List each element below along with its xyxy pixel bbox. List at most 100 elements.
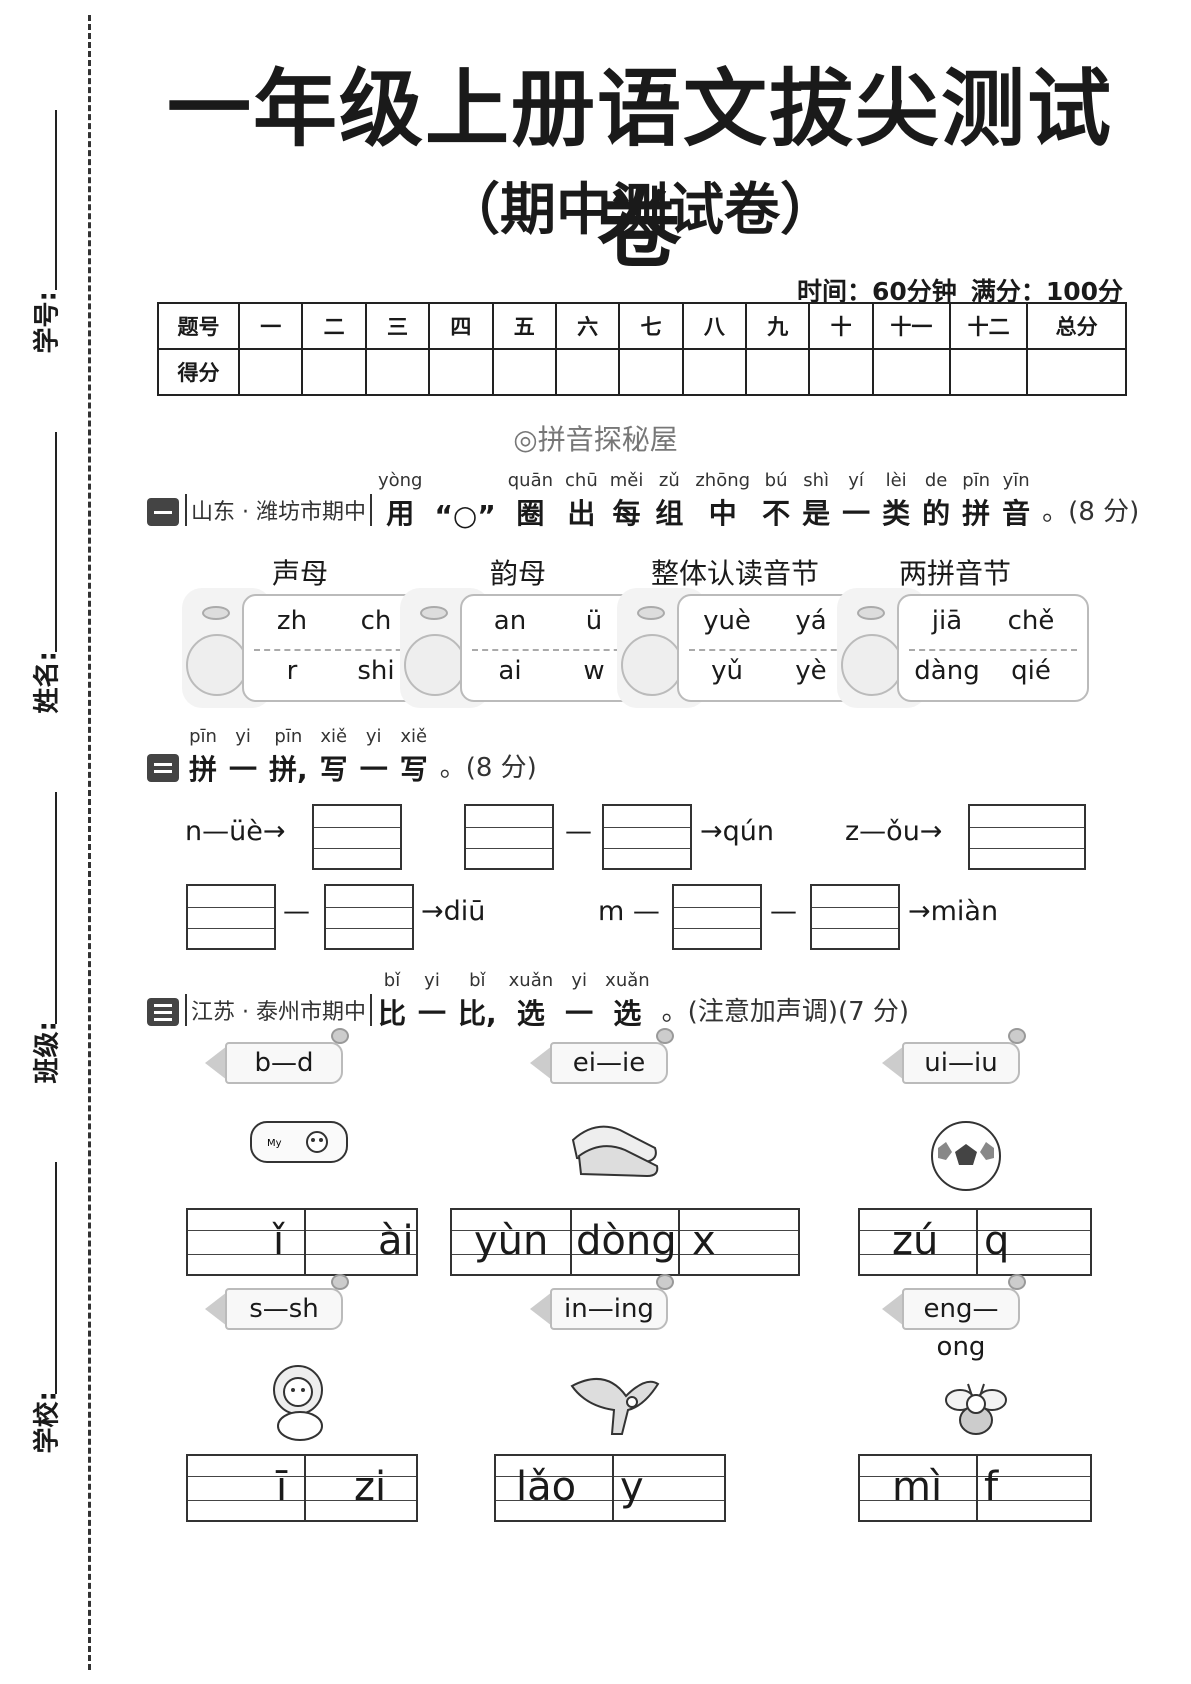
section-banner: ◎拼音探秘屋 [513, 423, 678, 456]
ruby-pinyin: lèi [885, 470, 907, 491]
score-cell[interactable] [618, 348, 684, 396]
ruby-hanzi: 音 [1002, 497, 1031, 530]
class-label: 班级: [32, 1021, 63, 1084]
score-cell[interactable] [1026, 348, 1127, 396]
score-cell[interactable] [745, 348, 811, 396]
q3-pinyin-pair-pencil: eng—ong [882, 1274, 1028, 1362]
q2-answer-box[interactable] [464, 804, 554, 870]
q1-option[interactable]: ü [585, 606, 603, 636]
q1-source: 山东 · 潍坊市期中 [185, 494, 372, 526]
q3-answer-text: yùn [474, 1218, 549, 1264]
ruby-hanzi: 不 [762, 497, 791, 530]
q2-target-diu: →diū [421, 896, 486, 927]
q2-target-qun: →qún [700, 816, 774, 847]
question-number-cell: 三 [364, 302, 431, 350]
question-number-cell: 六 [554, 302, 621, 350]
q1-option[interactable]: ch [360, 606, 392, 636]
q1-option[interactable]: yuè [703, 606, 751, 636]
q3-answer-text: dòng [576, 1218, 677, 1264]
ruby-char: “○” [434, 477, 495, 532]
q2-number-badge [147, 754, 179, 782]
ufo-icon [202, 606, 230, 620]
q2-answer-box[interactable] [810, 884, 900, 950]
score-cell[interactable] [491, 348, 557, 396]
ruby-pinyin: yòng [377, 470, 423, 491]
score-row-label: 得分 [156, 348, 241, 396]
eagle-icon [566, 1366, 662, 1446]
q1-option[interactable]: zh [276, 606, 308, 636]
q1-option[interactable]: chě [1007, 606, 1055, 636]
ufo-icon [637, 606, 665, 620]
q2-answer-box[interactable] [968, 804, 1086, 870]
ruby-pinyin: quān [507, 470, 554, 491]
q1-option[interactable]: w [583, 656, 605, 686]
q2-score: 。(8 分) [439, 753, 537, 783]
score-cell[interactable] [428, 348, 494, 396]
ruby-pinyin: bǐ [469, 970, 486, 991]
q1-option[interactable]: yá [795, 606, 827, 636]
q2-dash: — [565, 816, 592, 847]
score-cell[interactable] [238, 348, 304, 396]
snail-icon [1008, 1028, 1026, 1044]
q2-answer-box[interactable] [186, 884, 276, 950]
score-cell[interactable] [554, 348, 621, 396]
ruby-hanzi: 的 [922, 497, 951, 530]
ruby-pinyin: zǔ [658, 470, 680, 491]
q1-option[interactable]: dàng [914, 656, 980, 686]
q3-pinyin-pair-pencil: in—ing [530, 1274, 676, 1332]
ruby-hanzi: 拼, [269, 753, 308, 786]
score-cell[interactable] [808, 348, 874, 396]
q1-option[interactable]: jiā [931, 606, 963, 636]
ruby-hanzi: 用 [386, 497, 415, 530]
student-id-field[interactable] [55, 110, 57, 290]
svg-text:My: My [267, 1138, 282, 1149]
snail-icon [331, 1028, 349, 1044]
q1-option[interactable]: shi [357, 656, 395, 686]
page-title: 一年级上册语文拔尖测试卷 [166, 60, 1113, 279]
q2-answer-box[interactable] [602, 804, 692, 870]
ruby-hanzi: 一 [359, 753, 388, 786]
q3-pinyin-pair-pencil: ei—ie [530, 1028, 676, 1086]
q2-answer-box[interactable] [312, 804, 402, 870]
q1-option[interactable]: yè [795, 656, 827, 686]
class-field[interactable] [55, 792, 57, 1024]
score-cell[interactable] [681, 348, 748, 396]
ruby-char: yòng 用 [378, 470, 423, 532]
q1-option[interactable]: yǔ [711, 656, 743, 686]
q1-option[interactable]: r [286, 656, 298, 686]
snail-icon [1008, 1274, 1026, 1290]
ruby-hanzi: 出 [567, 497, 596, 530]
ruby-hanzi: 一 [229, 753, 258, 786]
q2-dash: — [770, 896, 797, 927]
q1-option[interactable]: ai [498, 656, 522, 686]
name-field[interactable] [55, 432, 57, 652]
score-cell[interactable] [871, 348, 952, 396]
q1-option[interactable]: an [493, 606, 527, 636]
score-cell[interactable] [948, 348, 1029, 396]
q3-pinyin-pair: ui—iu [902, 1042, 1020, 1084]
school-field[interactable] [55, 1162, 57, 1394]
q3-pinyin-pair: in—ing [550, 1288, 668, 1330]
q1-option[interactable]: qié [1011, 656, 1051, 686]
score-cell[interactable] [301, 348, 367, 396]
score-cell[interactable] [364, 348, 431, 396]
question-number-cell: 九 [745, 302, 811, 350]
q2-answer-box[interactable] [324, 884, 414, 950]
q2-answer-box[interactable] [672, 884, 762, 950]
